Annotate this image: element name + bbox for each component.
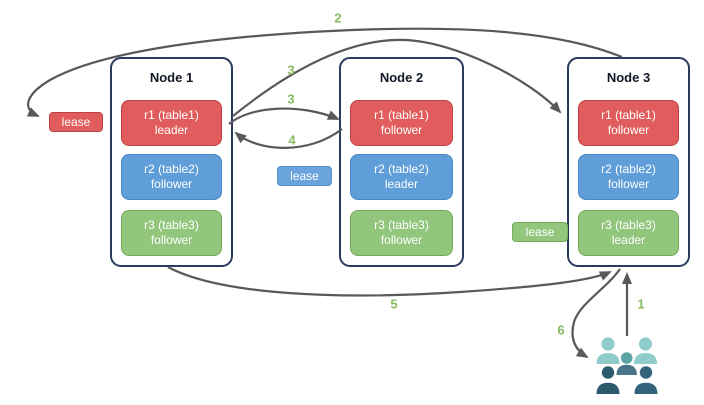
node-3-box: Node 3 r1 (table1) follower r2 (table2) … xyxy=(567,57,690,267)
arrow-step3-leader-to-node2-follower xyxy=(228,107,340,125)
replica-name: r2 (table2) xyxy=(144,162,199,176)
replica-role: follower xyxy=(380,123,423,137)
replica-name: r1 (table1) xyxy=(374,108,429,122)
node1-replica-r2: r2 (table2) follower xyxy=(121,154,222,200)
lease-badge-r2: lease xyxy=(277,166,332,186)
step-label-2: 2 xyxy=(334,10,342,26)
node3-replica-r2: r2 (table2) follower xyxy=(578,154,679,200)
node-2-title: Node 2 xyxy=(379,70,424,85)
node-1-title: Node 1 xyxy=(149,70,194,85)
step-label-1: 1 xyxy=(637,296,645,312)
node-1-box: Node 1 r1 (table1) leader r2 (table2) fo… xyxy=(110,57,233,267)
step-label-6: 6 xyxy=(557,322,565,338)
node3-replica-r1: r1 (table1) follower xyxy=(578,100,679,146)
replica-name: r3 (table3) xyxy=(144,218,199,232)
node2-replica-r3: r3 (table3) follower xyxy=(350,210,453,256)
arrow-step5-node1-to-node3 xyxy=(167,266,612,297)
node2-replica-r2: r2 (table2) leader xyxy=(350,154,453,200)
replica-role: follower xyxy=(607,177,650,191)
replica-role: follower xyxy=(150,233,193,247)
replica-role: leader xyxy=(154,123,189,137)
replica-name: r1 (table1) xyxy=(601,108,656,122)
node1-replica-r1: r1 (table1) leader xyxy=(121,100,222,146)
replica-role: follower xyxy=(607,123,650,137)
node1-replica-r3: r3 (table3) follower xyxy=(121,210,222,256)
node-2-box: Node 2 r1 (table1) follower r2 (table2) … xyxy=(339,57,464,267)
replica-name: r2 (table2) xyxy=(374,162,429,176)
lease-badge-r1: lease xyxy=(49,112,103,132)
node2-replica-r1: r1 (table1) follower xyxy=(350,100,453,146)
replica-role: leader xyxy=(384,177,419,191)
replica-name: r3 (table3) xyxy=(374,218,429,232)
step-label-4: 4 xyxy=(288,132,296,148)
step-label-3b: 3 xyxy=(287,91,295,107)
lease-badge-r3: lease xyxy=(512,222,568,242)
node-3-title: Node 3 xyxy=(606,70,651,85)
arrow-step6-node3-to-client xyxy=(571,268,621,359)
step-label-5: 5 xyxy=(390,296,398,312)
replica-role: follower xyxy=(150,177,193,191)
users-group-icon xyxy=(596,337,658,394)
replica-name: r2 (table2) xyxy=(601,162,656,176)
node3-replica-r3: r3 (table3) leader xyxy=(578,210,679,256)
replica-name: r3 (table3) xyxy=(601,218,656,232)
replica-role: follower xyxy=(380,233,423,247)
replica-name: r1 (table1) xyxy=(144,108,199,122)
step-label-3a: 3 xyxy=(287,62,295,78)
replica-role: leader xyxy=(611,233,646,247)
